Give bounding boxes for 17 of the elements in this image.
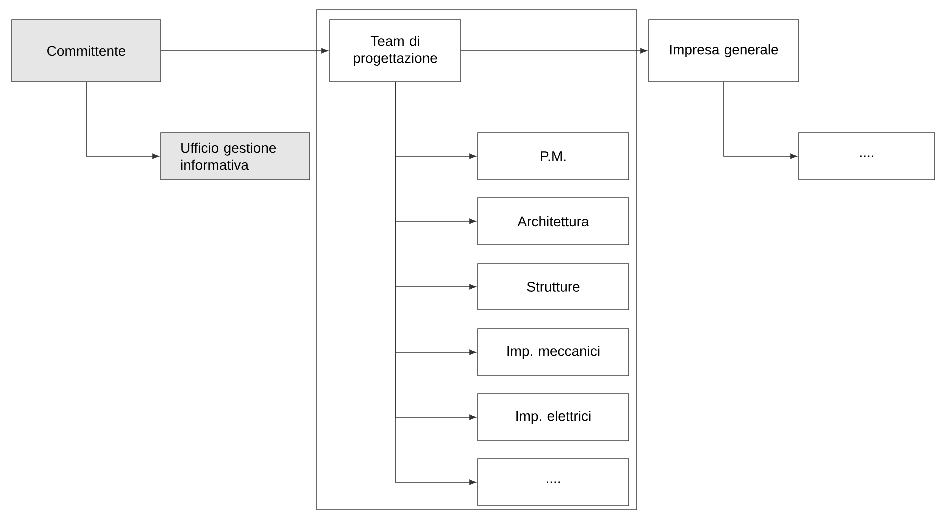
process-box: Imp. meccanici <box>478 328 630 376</box>
connector-arrow <box>724 82 798 160</box>
process-box: Ufficio gestione informativa <box>160 132 310 180</box>
process-box: Team di progettazione <box>330 20 462 82</box>
process-box: Impresa generale <box>648 20 800 82</box>
process-box: Committente <box>12 20 162 82</box>
connector-arrow <box>461 48 648 54</box>
process-box: .... <box>798 132 936 180</box>
process-box: Strutture <box>478 264 630 310</box>
process-box: Architettura <box>478 198 630 246</box>
connector-arrow <box>86 82 160 160</box>
process-box: .... <box>478 458 630 506</box>
connector-arrow <box>161 48 328 54</box>
group-frame <box>316 10 638 510</box>
connector-arrow <box>395 82 476 486</box>
process-box: P.M. <box>478 132 630 180</box>
process-box: Imp. elettrici <box>478 394 630 442</box>
